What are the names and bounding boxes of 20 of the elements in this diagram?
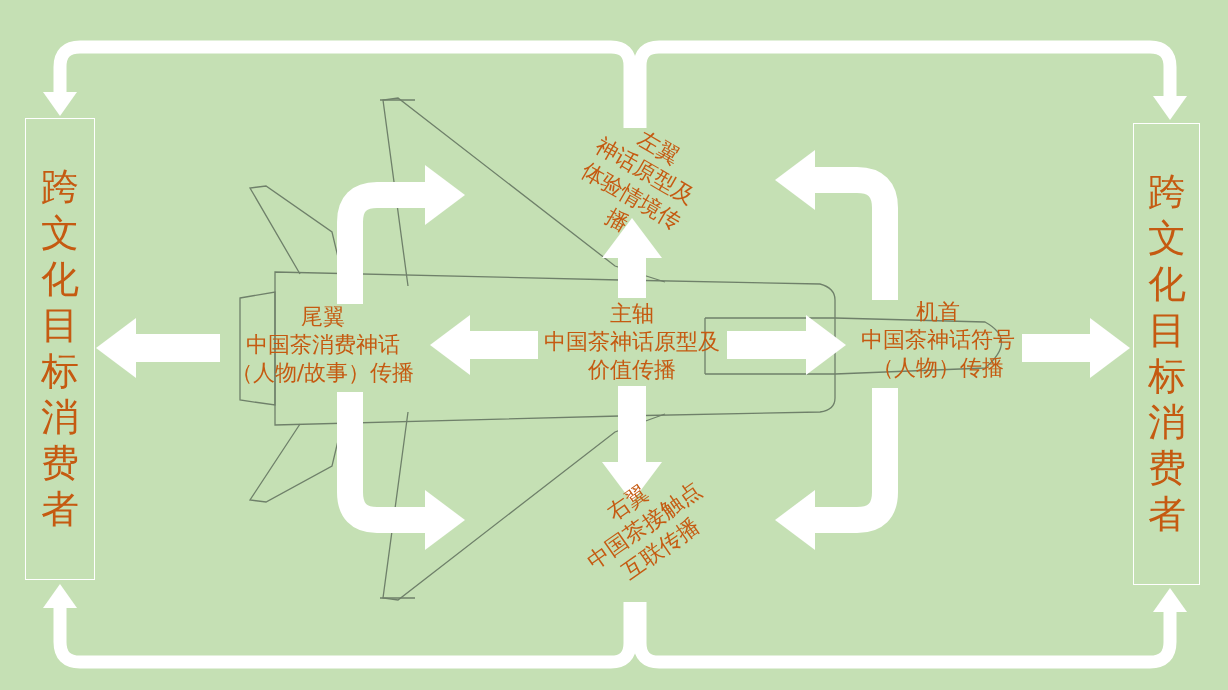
consumer-box: 跨文化目标消费者 [1133, 123, 1200, 585]
arrow [430, 315, 538, 375]
arrow [602, 386, 662, 502]
heading-text: 主轴 [609, 300, 655, 328]
arrow [602, 218, 662, 298]
heading-text: 机首 [915, 298, 961, 326]
arrow [43, 40, 637, 128]
arrow [727, 315, 846, 375]
consumer-box: 跨文化目标消费者 [25, 118, 95, 580]
arrow [1022, 318, 1130, 378]
arrow [633, 40, 1187, 128]
arrow [775, 388, 898, 550]
arrow [43, 584, 637, 669]
arrow [775, 150, 898, 300]
body-text: 中国茶神话原型及价值传播 [543, 328, 721, 384]
arrow [337, 392, 465, 550]
heading-text: 尾翼 [299, 303, 346, 331]
arrow [96, 318, 220, 378]
body-text: 中国茶消费神话（人物/故事）传播 [229, 331, 416, 387]
arrow [633, 588, 1187, 669]
